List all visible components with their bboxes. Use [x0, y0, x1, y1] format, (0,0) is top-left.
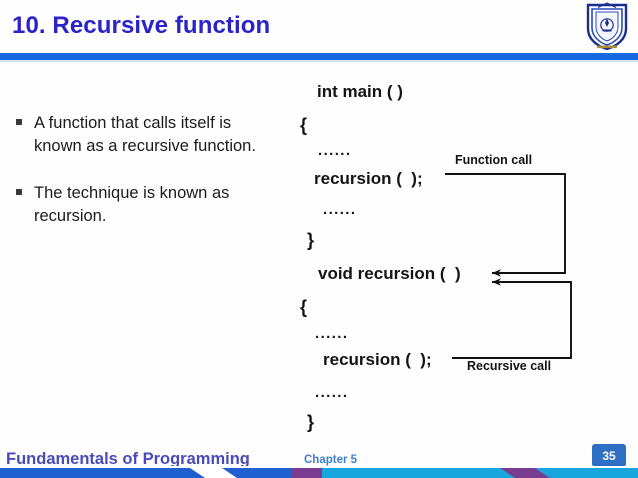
header-accent-bar [0, 53, 638, 60]
bullet-list: A function that calls itself is known as… [10, 112, 282, 252]
code-line-void-close-brace: } [307, 412, 315, 432]
square-bullet-icon [16, 119, 22, 125]
bar-segment-cyan-a [322, 468, 515, 478]
function-call-label: Function call [455, 153, 533, 167]
list-item: A function that calls itself is known as… [10, 112, 282, 158]
footer-chapter: Chapter 5 [304, 454, 358, 466]
page-title: 10. Recursive function [12, 12, 271, 39]
header-accent-bar-light [0, 60, 638, 62]
bullet-text: The technique is known as recursion. [34, 184, 230, 225]
bar-segment-blue-1 [0, 468, 205, 478]
code-line-main-recursion-call: recursion ( ); [314, 169, 423, 188]
footer-course-title: Fundamentals of Programming [6, 450, 250, 468]
bar-segment-cyan-b [535, 468, 638, 478]
university-shield-crest-icon [586, 2, 628, 51]
code-line-void-recursion-call: recursion ( ); [323, 350, 432, 369]
footer-decorative-bar-overlay [322, 468, 638, 478]
list-item: The technique is known as recursion. [10, 182, 282, 228]
square-bullet-icon [16, 189, 22, 195]
recursive-call-label: Recursive call [467, 359, 552, 373]
code-line-void-ellipsis-1: ...... [315, 325, 349, 342]
code-line-void-open-brace: { [300, 297, 308, 317]
page-number-badge: 35 [592, 444, 626, 467]
code-line-main-open-brace: { [300, 115, 308, 135]
code-line-main-close-brace: } [307, 230, 315, 250]
code-line-main-signature: int main ( ) [317, 82, 403, 101]
code-line-main-ellipsis-1: ...... [318, 142, 352, 159]
code-illustration: int main ( ) { ...... recursion ( ); ...… [290, 78, 638, 438]
code-line-main-ellipsis-2: ...... [323, 201, 357, 218]
code-line-void-signature: void recursion ( ) [318, 264, 461, 283]
bullet-text: A function that calls itself is known as… [34, 114, 256, 155]
code-line-void-ellipsis-2: ...... [315, 384, 349, 401]
